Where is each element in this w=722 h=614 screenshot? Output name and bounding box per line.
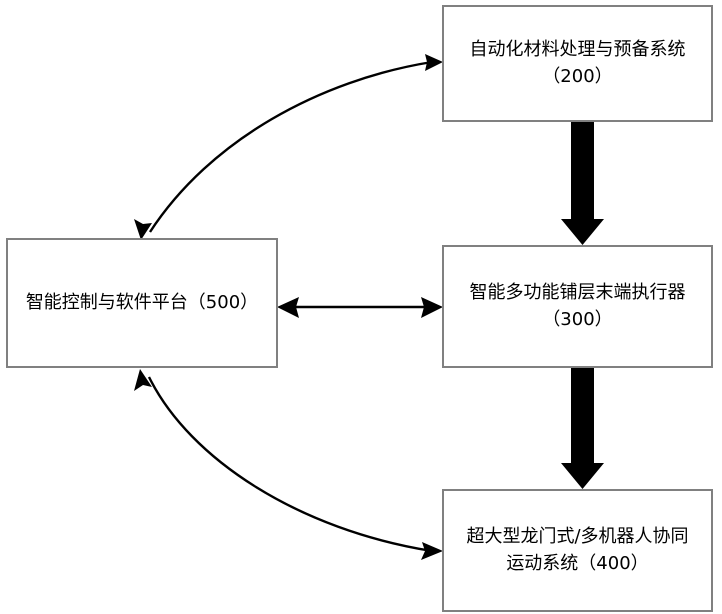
node-200-label: 自动化材料处理与预备系统 （200） <box>469 39 686 87</box>
connector-500-200 <box>134 54 443 240</box>
connector-500-300 <box>277 297 443 318</box>
arrowhead-to-300 <box>421 297 443 318</box>
node-intelligent-multifunction-layup-end-effector[interactable]: 智能多功能铺层末端执行器 （300） <box>442 245 713 368</box>
connector-200-300 <box>561 121 604 245</box>
arrowhead-to-500-bottom <box>134 369 152 391</box>
node-500-label: 智能控制与软件平台（500） <box>25 291 259 313</box>
node-gantry-multi-robot-motion-system[interactable]: 超大型龙门式/多机器人协同 运动系统（400） <box>442 489 713 612</box>
arrowhead-to-500-top <box>134 219 152 240</box>
node-intelligent-control-software-platform[interactable]: 智能控制与软件平台（500） <box>6 238 278 368</box>
node-automated-material-handling-system[interactable]: 自动化材料处理与预备系统 （200） <box>442 5 713 122</box>
node-300-label: 智能多功能铺层末端执行器 （300） <box>469 282 686 330</box>
arrowhead-to-500-right <box>277 297 299 318</box>
connector-300-400 <box>561 367 604 489</box>
node-400-label: 超大型龙门式/多机器人协同 运动系统（400） <box>466 526 689 574</box>
arrowhead-to-200 <box>425 54 443 71</box>
connector-500-400 <box>134 369 443 560</box>
arrowhead-to-400 <box>421 542 443 560</box>
